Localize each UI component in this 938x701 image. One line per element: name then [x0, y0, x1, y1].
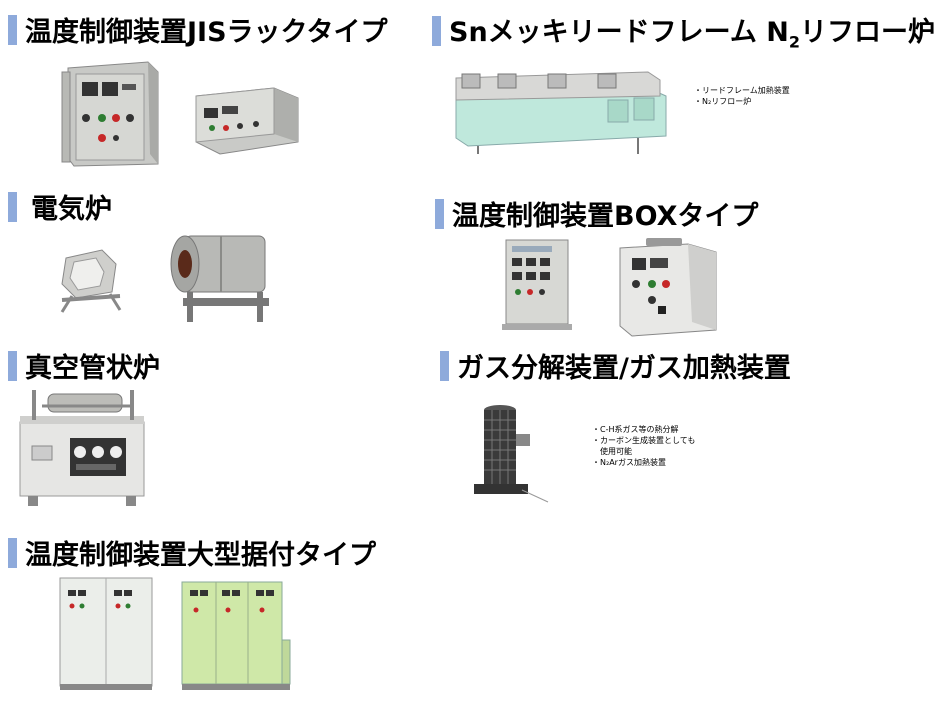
- heading-accent-bar: [8, 537, 17, 568]
- gas-note-line: ・カーボン生成装置としても: [592, 436, 696, 445]
- reflow-note-line: ・N₂リフロー炉: [694, 97, 752, 106]
- jis-rack-unit-photo: [61, 61, 159, 167]
- heading-title: 温度制御装置BOXタイプ: [452, 201, 759, 232]
- gas-notes: ・C-H系ガス等の熱分解 ・カーボン生成装置としても 使用可能 ・N₂Arガス加…: [592, 424, 695, 468]
- heading-reflow: Snメッキリードフレーム N2リフロー炉: [432, 10, 935, 51]
- heading-gas: ガス分解装置/ガス加熱装置: [440, 346, 791, 385]
- heading-title: 温度制御装置大型据付タイプ: [25, 540, 376, 571]
- gas-note-line: ・C-H系ガス等の熱分解: [592, 425, 679, 434]
- reflow-note-line: ・リードフレーム加熱装置: [694, 86, 790, 95]
- electric-furnace-small-photo: [60, 249, 122, 313]
- heading-tube: 真空管状炉: [8, 346, 160, 385]
- heading-accent-bar: [8, 191, 17, 222]
- reflow-furnace-photo: [455, 71, 667, 154]
- jis-compact-unit-photo: [195, 87, 299, 155]
- heading-title: 真空管状炉: [25, 353, 160, 384]
- heading-title: Snメッキリードフレーム N2リフロー炉: [449, 10, 935, 51]
- box-type-cabinet-photo: [502, 239, 572, 330]
- large-panel-green-photo: [181, 581, 291, 690]
- heading-furnace: 電気炉: [8, 187, 112, 226]
- heading-accent-bar: [8, 350, 17, 381]
- heading-accent-bar: [8, 14, 17, 45]
- box-type-unit-photo: [619, 238, 717, 337]
- heading-large: 温度制御装置大型据付タイプ: [8, 533, 376, 572]
- gas-note-line: ・N₂Arガス加熱装置: [592, 458, 666, 467]
- gas-heater-photo: [474, 405, 549, 503]
- heading-title-subscript: 2: [788, 32, 800, 52]
- heading-title-main: Snメッキリードフレーム N: [449, 17, 789, 48]
- heading-title: ガス分解装置/ガス加熱装置: [457, 353, 791, 384]
- heading-title: 電気炉: [31, 194, 112, 225]
- gas-note-line: 使用可能: [592, 447, 632, 456]
- heading-title-tail: リフロー炉: [800, 17, 935, 48]
- vacuum-tube-furnace-photo: [19, 390, 145, 506]
- heading-title: 温度制御装置JISラックタイプ: [25, 17, 388, 48]
- heading-box: 温度制御装置BOXタイプ: [435, 194, 758, 233]
- heading-accent-bar: [435, 198, 444, 229]
- heading-accent-bar: [440, 350, 449, 381]
- electric-furnace-cylinder-photo: [170, 235, 269, 322]
- reflow-notes: ・リードフレーム加熱装置 ・N₂リフロー炉: [694, 85, 790, 107]
- heading-accent-bar: [432, 15, 441, 46]
- heading-jis: 温度制御装置JISラックタイプ: [8, 10, 387, 49]
- large-panel-grey-photo: [59, 577, 153, 690]
